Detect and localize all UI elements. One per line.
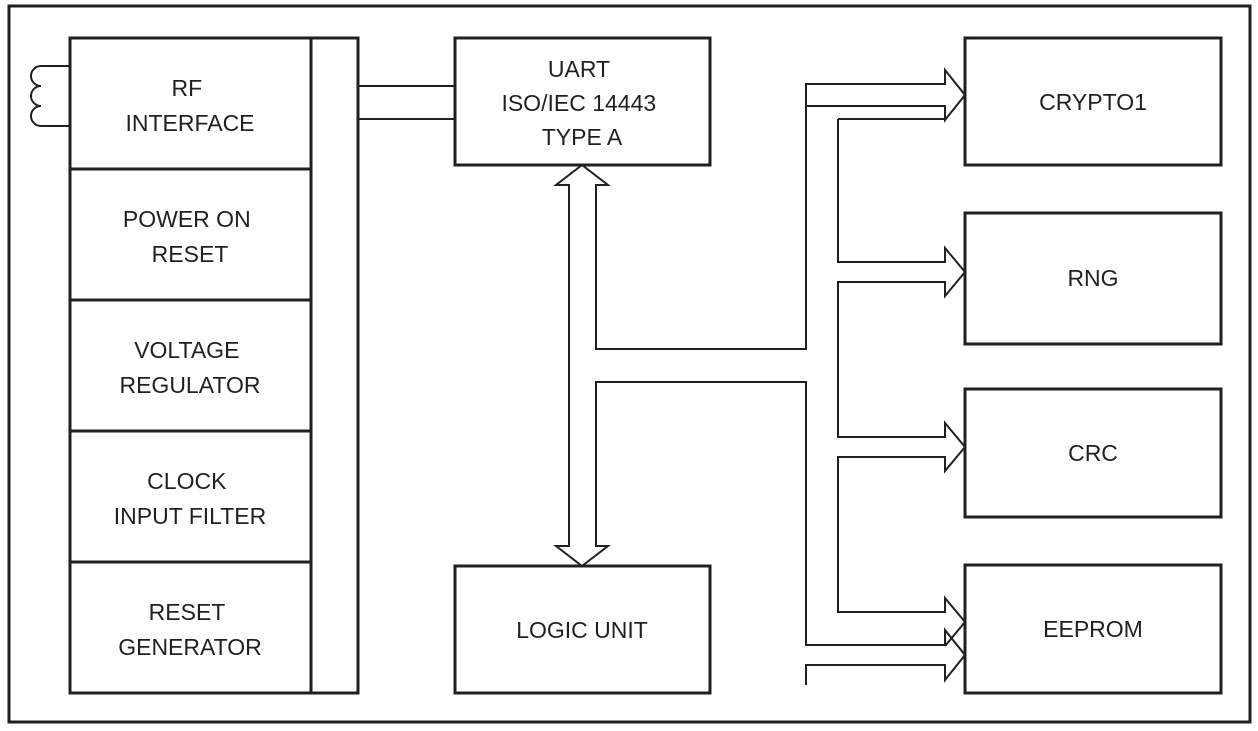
rf-interface-block (68, 36, 313, 171)
eeprom-block (963, 563, 1223, 695)
clock-input-filter-block (68, 429, 313, 564)
crc-label: CRC (1068, 440, 1118, 466)
rng-label: RNG (1067, 265, 1118, 291)
logic-unit-block (453, 564, 712, 695)
voltage-regulator-block (68, 298, 313, 433)
uart-logic-bus-arrow (553, 164, 967, 685)
internal-bus-bar (309, 36, 360, 695)
logic-unit-label: LOGIC UNIT (516, 617, 648, 643)
reset-generator-label: RESET GENERATOR (118, 599, 262, 660)
uart-block (453, 36, 712, 167)
clock-input-filter-label: CLOCK INPUT FILTER (114, 468, 267, 529)
crc-block (963, 387, 1223, 519)
power-on-reset-label: POWER ON RESET (123, 206, 257, 267)
antenna-coil-icon (30, 65, 70, 127)
crypto1-block (963, 36, 1223, 167)
eeprom-label: EEPROM (1043, 616, 1143, 642)
uart-logic-bus-arrow-upper (581, 67, 967, 350)
reset-generator-block (68, 560, 313, 695)
right-bus-spine-left (837, 118, 967, 647)
rng-block (963, 211, 1223, 346)
rf-interface-label: RF INTERFACE (125, 75, 254, 136)
uart-label: UART ISO/IEC 14443 TYPE A (501, 56, 662, 150)
crypto1-label: CRYPTO1 (1039, 89, 1147, 115)
power-on-reset-block (68, 167, 313, 302)
voltage-regulator-label: VOLTAGE REGULATOR (119, 337, 260, 398)
